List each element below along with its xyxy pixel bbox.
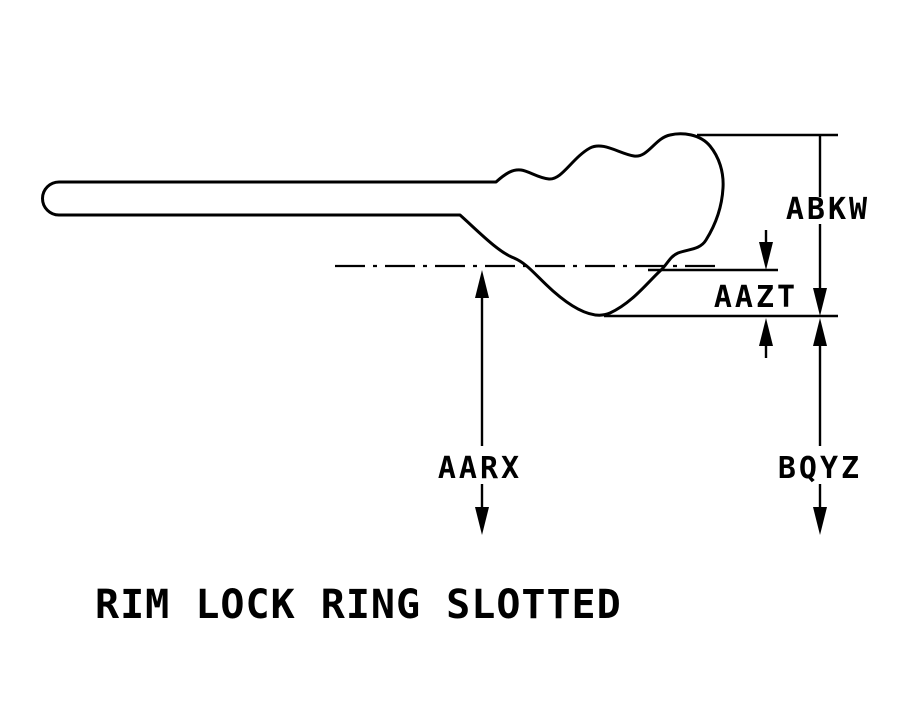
aarx-arrow-down-icon — [475, 507, 489, 535]
bqyz-arrow-down-icon — [813, 507, 827, 535]
aarx-arrow-up-icon — [475, 270, 489, 298]
dim-label-abkw: ABKW — [786, 192, 870, 227]
abkw-arrow-down-icon — [813, 288, 827, 316]
part-title: RIM LOCK RING SLOTTED — [95, 582, 622, 628]
aazt-arrow-up-icon — [759, 318, 773, 346]
part-outline — [41, 132, 725, 317]
dim-label-aazt: AAZT — [714, 280, 798, 315]
dim-label-aarx: AARX — [438, 451, 522, 486]
bqyz-arrow-up-icon — [813, 318, 827, 346]
aazt-arrow-down-icon — [759, 242, 773, 270]
dim-label-bqyz: BQYZ — [778, 451, 862, 486]
